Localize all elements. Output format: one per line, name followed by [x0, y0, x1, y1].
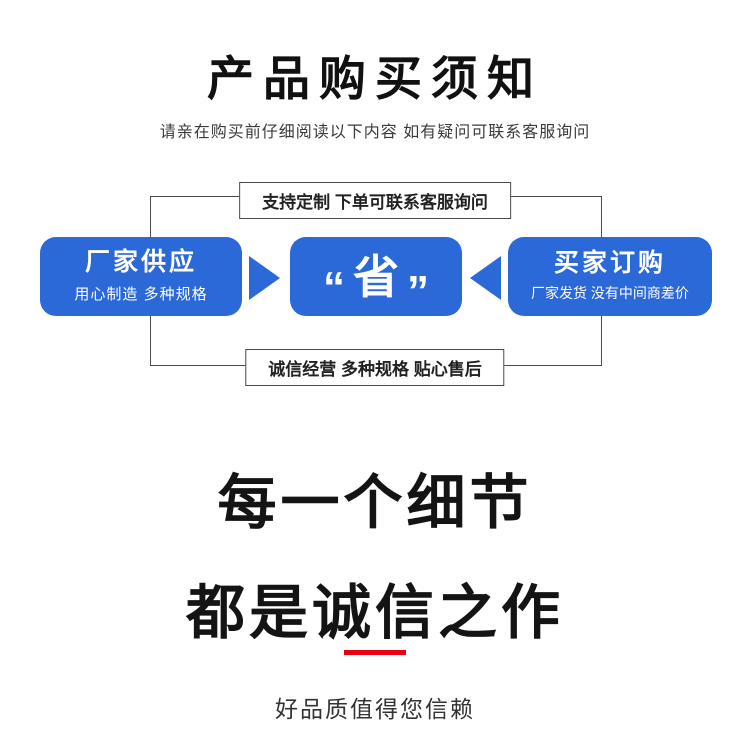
- slogan-line2: 都是诚信之作: [185, 580, 564, 646]
- red-divider: [344, 650, 406, 655]
- page-subtitle: 请亲在购买前仔细阅读以下内容 如有疑问可联系客服询问: [159, 124, 591, 141]
- buyer-order-desc: 厂家发货 没有中间商差价: [531, 285, 689, 302]
- factory-supply-card: 厂家供应 用心制造 多种规格: [40, 237, 242, 316]
- save-text: 省: [353, 250, 399, 303]
- close-quote-icon: ”: [407, 267, 429, 317]
- page-title: 产品购买须知: [207, 52, 543, 105]
- factory-supply-desc: 用心制造 多种规格: [74, 285, 208, 303]
- buyer-order-title: 买家订购: [553, 248, 666, 277]
- buyer-order-card: 买家订购 厂家发货 没有中间商差价: [508, 237, 712, 316]
- footer-text: 好品质值得您信赖: [275, 696, 475, 722]
- arrow-right-icon: [249, 256, 280, 300]
- bottom-note: 诚信经营 多种规格 贴心售后: [245, 349, 505, 386]
- save-card: “ 省 ”: [290, 237, 462, 316]
- arrow-left-icon: [470, 256, 501, 300]
- open-quote-icon: “: [323, 263, 345, 313]
- top-note: 支持定制 下单可联系客服询问: [239, 182, 511, 219]
- factory-supply-title: 厂家供应: [84, 248, 197, 277]
- slogan-line1: 每一个细节: [217, 470, 533, 536]
